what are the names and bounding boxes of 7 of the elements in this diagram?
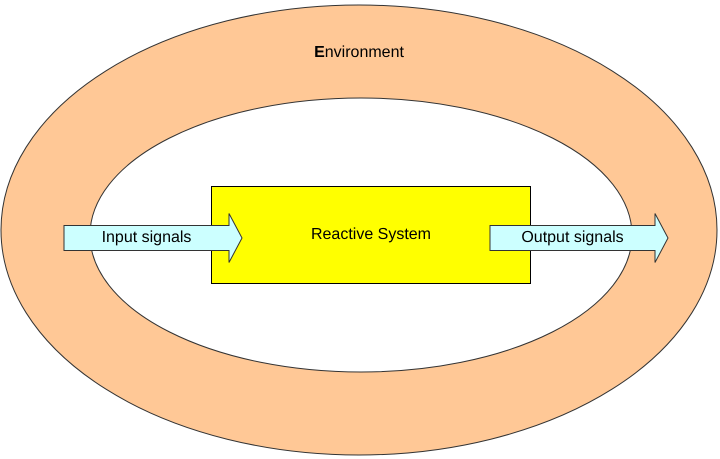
block-arrow bbox=[490, 213, 669, 263]
environment-label: Environment bbox=[314, 44, 404, 62]
system-label: Reactive System bbox=[310, 226, 432, 244]
arrow-label: Input signals bbox=[102, 229, 192, 247]
block-arrow bbox=[64, 213, 243, 263]
arrow-label: Output signals bbox=[521, 229, 624, 247]
environment-ring bbox=[0, 4, 718, 456]
